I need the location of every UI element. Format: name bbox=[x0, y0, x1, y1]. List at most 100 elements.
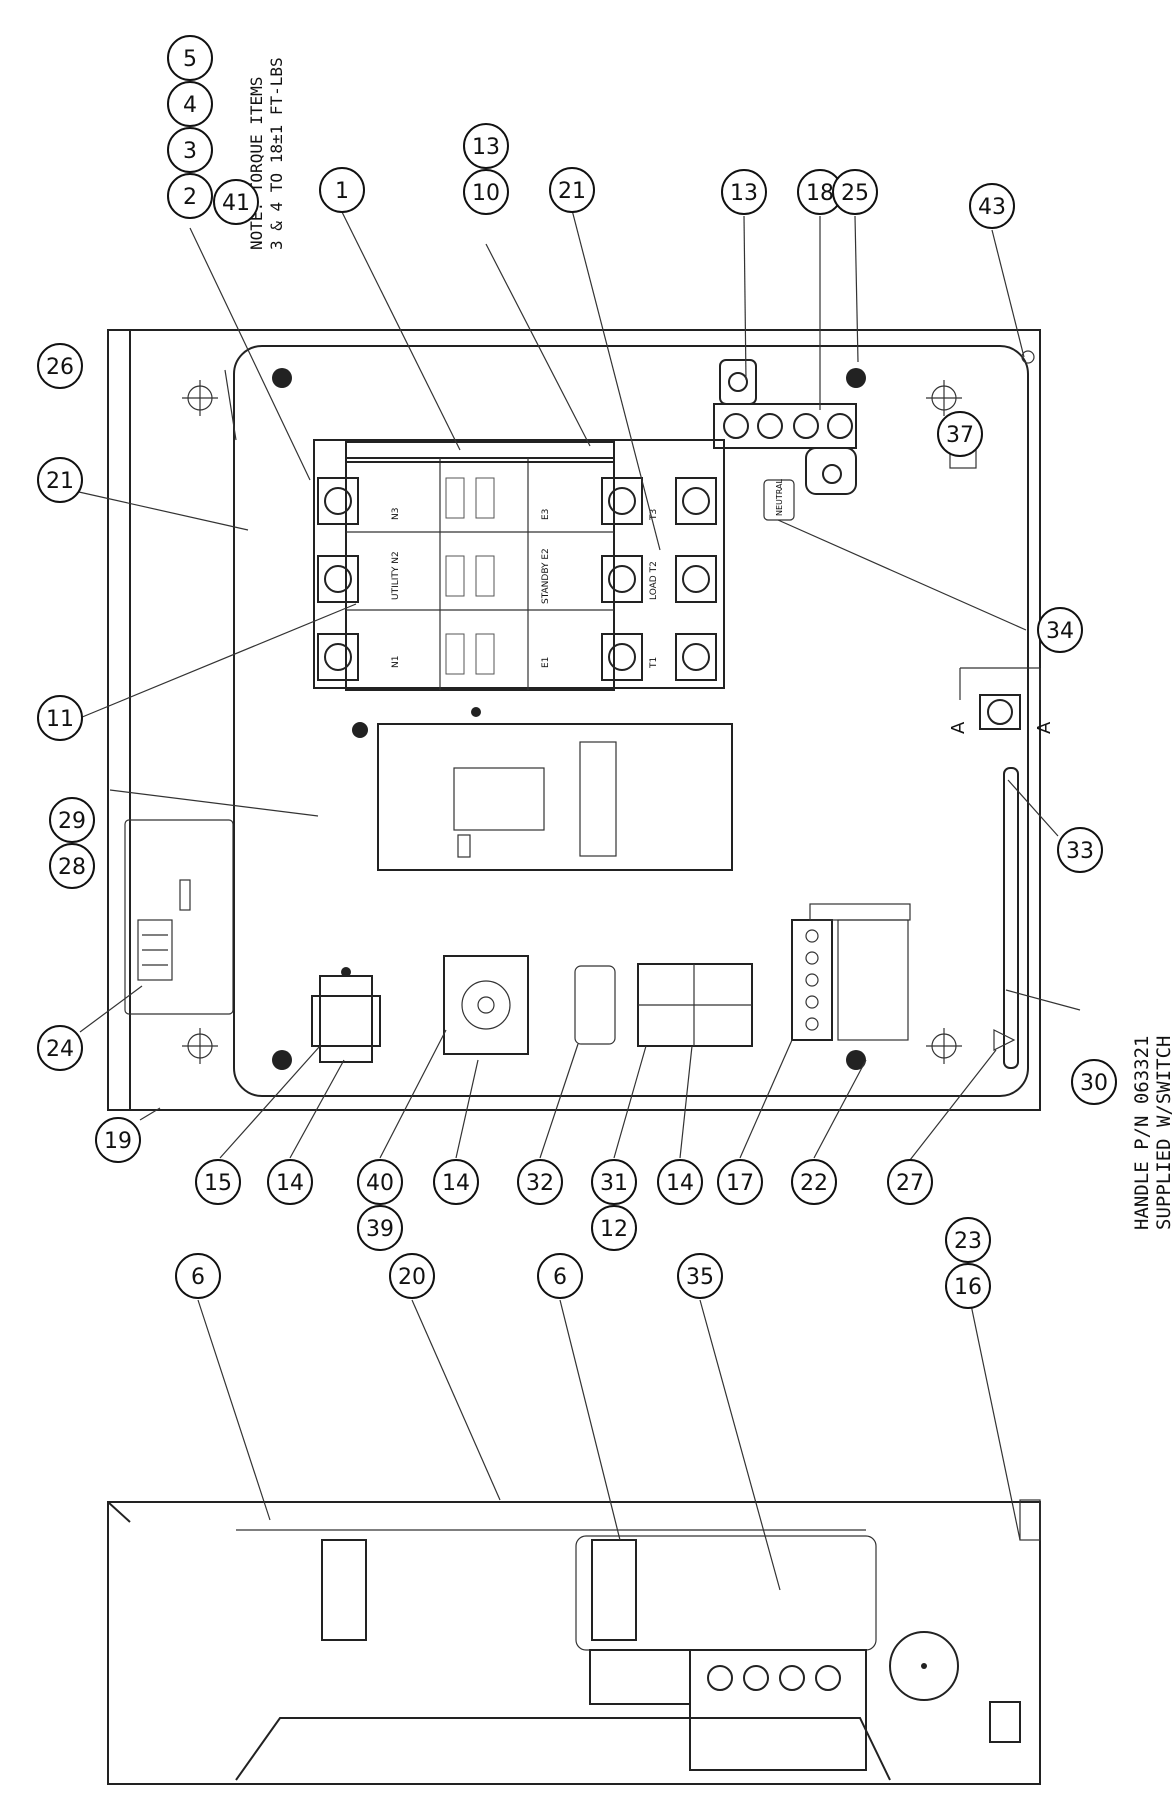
balloons: 5 4 3 2 41 1 13 10 21 13 18 25 43 26 21 … bbox=[37, 35, 1117, 1309]
svg-text:10: 10 bbox=[472, 181, 500, 206]
mount-holes bbox=[182, 380, 962, 1064]
svg-text:3: 3 bbox=[183, 139, 197, 164]
balloon-11: 11 bbox=[37, 695, 83, 741]
balloon-6-b: 6 bbox=[537, 1253, 583, 1299]
balloon-10: 10 bbox=[463, 169, 509, 215]
balloon-22: 22 bbox=[791, 1159, 837, 1205]
balloon-4: 4 bbox=[167, 81, 213, 127]
balloon-20: 20 bbox=[389, 1253, 435, 1299]
svg-text:24: 24 bbox=[46, 1037, 74, 1062]
contact-dots bbox=[445, 477, 495, 675]
balloon-27: 27 bbox=[887, 1159, 933, 1205]
section-marker-a-bottom: A bbox=[1034, 721, 1055, 734]
balloon-32: 32 bbox=[517, 1159, 563, 1205]
transformer bbox=[311, 967, 381, 1063]
svg-text:17: 17 bbox=[726, 1171, 754, 1196]
fuse-block bbox=[637, 963, 753, 1047]
control-board bbox=[352, 707, 733, 871]
handle-note-line2: SUPPLIED W/SWITCH bbox=[1153, 1036, 1173, 1230]
label-n2: UTILITY N2 bbox=[391, 551, 401, 600]
svg-text:35: 35 bbox=[686, 1265, 714, 1290]
transfer-switch: N3 UTILITY N2 N1 E3 STANDBY E2 E1 T3 LOA… bbox=[313, 439, 725, 691]
balloon-28: 28 bbox=[49, 843, 95, 889]
balloon-33: 33 bbox=[1057, 827, 1103, 873]
svg-text:23: 23 bbox=[954, 1229, 982, 1254]
torque-note: NOTE: TORQUE ITEMS 3 & 4 TO 18±1 FT-LBS bbox=[247, 57, 286, 250]
svg-text:11: 11 bbox=[46, 707, 74, 732]
handle-note-line1: HANDLE P/N 063321 bbox=[1131, 1036, 1153, 1230]
switch-lugs bbox=[317, 477, 717, 681]
label-n1: N1 bbox=[391, 656, 401, 668]
svg-text:26: 26 bbox=[46, 355, 74, 380]
svg-text:21: 21 bbox=[558, 179, 586, 204]
svg-text:34: 34 bbox=[1046, 619, 1074, 644]
balloon-26: 26 bbox=[37, 343, 83, 389]
balloon-35: 35 bbox=[677, 1253, 723, 1299]
balloon-14-b: 14 bbox=[433, 1159, 479, 1205]
label-e1: E1 bbox=[541, 657, 551, 668]
balloon-24: 24 bbox=[37, 1025, 83, 1071]
enclosure-front-view bbox=[107, 329, 1041, 1111]
balloon-23: 23 bbox=[945, 1217, 991, 1263]
svg-text:14: 14 bbox=[276, 1171, 304, 1196]
svg-text:2: 2 bbox=[183, 185, 197, 210]
balloon-39: 39 bbox=[357, 1205, 403, 1251]
panel-bolts bbox=[272, 350, 1035, 1070]
balloon-2: 2 bbox=[167, 173, 213, 219]
svg-text:43: 43 bbox=[978, 195, 1006, 220]
leader-lines bbox=[69, 209, 1081, 1591]
svg-text:13: 13 bbox=[472, 135, 500, 160]
svg-text:5: 5 bbox=[183, 47, 197, 72]
balloon-5: 5 bbox=[167, 35, 213, 81]
svg-text:21: 21 bbox=[46, 469, 74, 494]
svg-text:22: 22 bbox=[800, 1171, 828, 1196]
svg-text:4: 4 bbox=[183, 93, 197, 118]
balloon-21-left: 21 bbox=[37, 457, 83, 503]
svg-text:13: 13 bbox=[730, 181, 758, 206]
label-t1: T1 bbox=[649, 657, 659, 669]
balloon-40: 40 bbox=[357, 1159, 403, 1205]
svg-text:6: 6 bbox=[553, 1265, 567, 1290]
enclosure-side-view bbox=[107, 1499, 1041, 1785]
balloon-6-a: 6 bbox=[175, 1253, 221, 1299]
svg-text:41: 41 bbox=[222, 191, 250, 216]
svg-text:30: 30 bbox=[1080, 1071, 1108, 1096]
relay-socket bbox=[443, 955, 529, 1055]
svg-text:14: 14 bbox=[666, 1171, 694, 1196]
switch-labels: N3 UTILITY N2 N1 E3 STANDBY E2 E1 T3 LOA… bbox=[391, 508, 659, 669]
balloon-25: 25 bbox=[832, 169, 878, 215]
svg-text:14: 14 bbox=[442, 1171, 470, 1196]
svg-text:15: 15 bbox=[204, 1171, 232, 1196]
balloon-12: 12 bbox=[591, 1205, 637, 1251]
balloon-14-a: 14 bbox=[267, 1159, 313, 1205]
balloon-31: 31 bbox=[591, 1159, 637, 1205]
svg-text:29: 29 bbox=[58, 809, 86, 834]
label-t3: T3 bbox=[649, 509, 659, 521]
handle-note: HANDLE P/N 063321 SUPPLIED W/SWITCH bbox=[1131, 1036, 1173, 1230]
balloon-19: 19 bbox=[95, 1117, 141, 1163]
door-handle bbox=[959, 667, 1041, 1069]
balloon-29: 29 bbox=[49, 797, 95, 843]
balloon-1: 1 bbox=[319, 167, 365, 213]
label-e3: E3 bbox=[541, 509, 551, 520]
label-n3: N3 bbox=[391, 508, 401, 520]
balloon-30: 30 bbox=[1071, 1059, 1117, 1105]
torque-note-line2: 3 & 4 TO 18±1 FT-LBS bbox=[267, 57, 286, 250]
svg-text:1: 1 bbox=[335, 179, 349, 204]
svg-text:6: 6 bbox=[191, 1265, 205, 1290]
svg-text:25: 25 bbox=[841, 181, 869, 206]
label-plate bbox=[137, 879, 191, 981]
balloon-14-c: 14 bbox=[657, 1159, 703, 1205]
svg-text:27: 27 bbox=[896, 1171, 924, 1196]
neutral-bar: NEUTRAL bbox=[713, 359, 857, 521]
svg-text:16: 16 bbox=[954, 1275, 982, 1300]
label-t2: LOAD T2 bbox=[649, 561, 659, 600]
terminal-strip bbox=[791, 903, 911, 1041]
balloon-16: 16 bbox=[945, 1263, 991, 1309]
relay-sticker bbox=[574, 965, 616, 1045]
svg-text:33: 33 bbox=[1066, 839, 1094, 864]
balloon-13-upper: 13 bbox=[463, 123, 509, 169]
svg-text:20: 20 bbox=[398, 1265, 426, 1290]
balloon-34: 34 bbox=[1037, 607, 1083, 653]
